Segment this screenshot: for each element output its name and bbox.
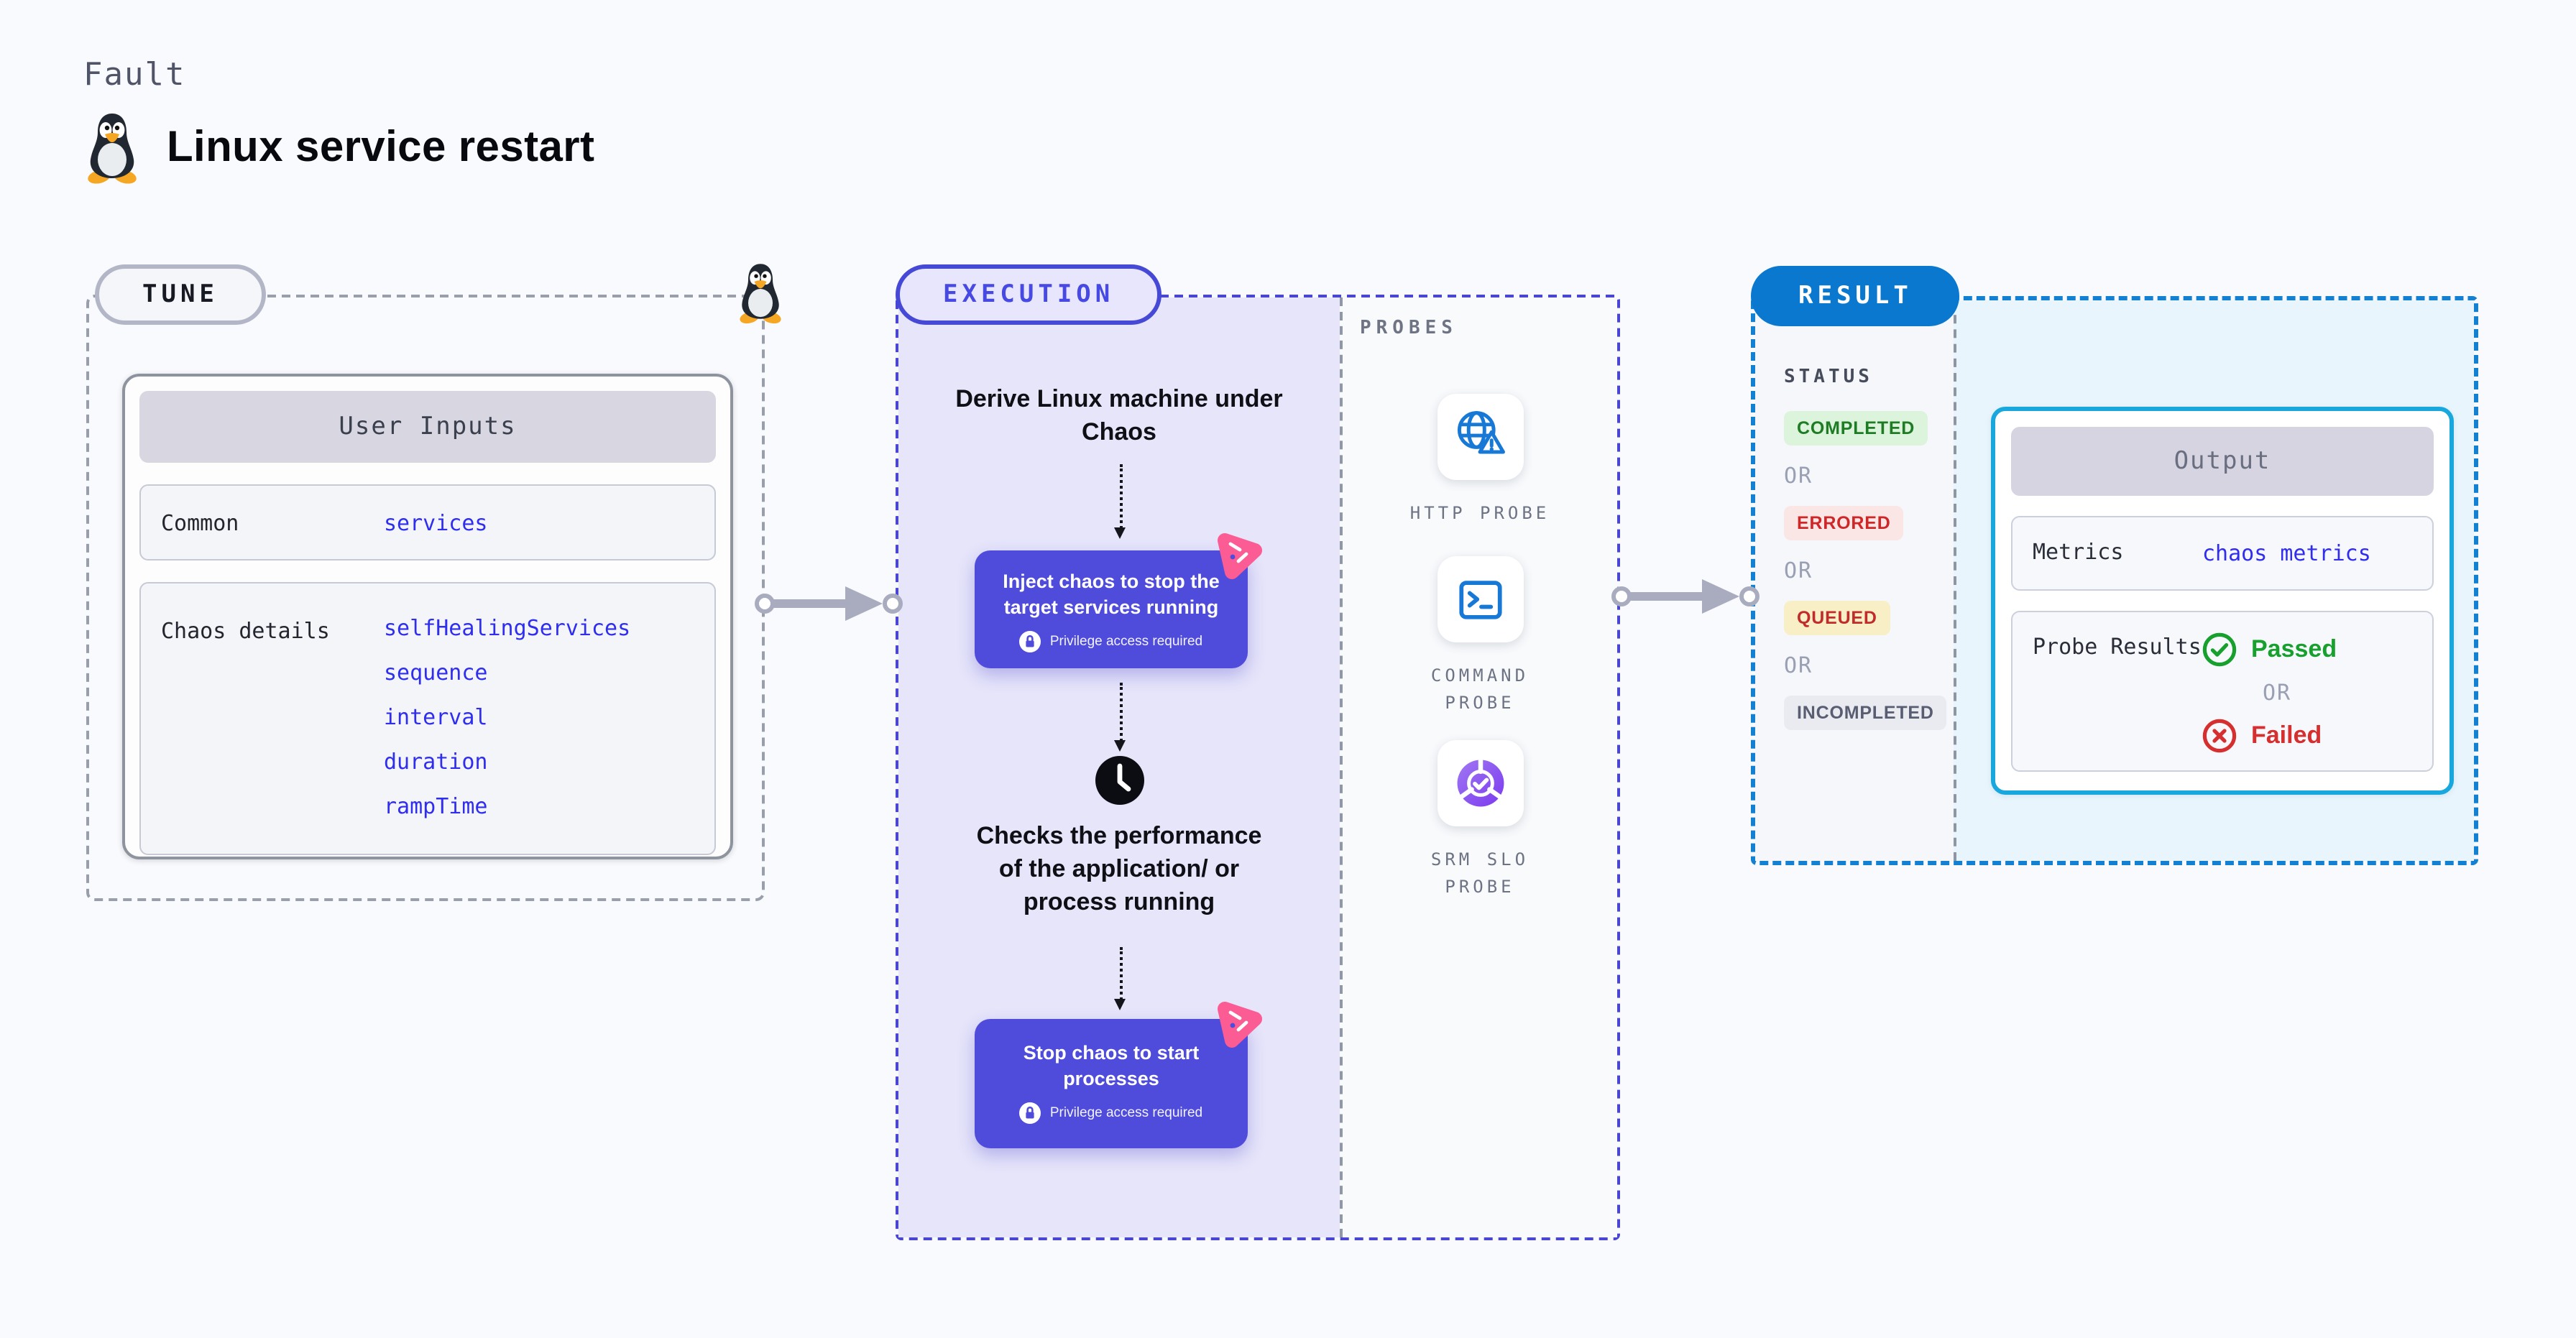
down-arrow <box>1114 464 1126 539</box>
result-section: STATUS COMPLETED OR ERRORED OR QUEUED OR… <box>1751 296 2478 865</box>
globe-alert-icon <box>1456 411 1504 454</box>
execution-section: Derive Linux machine under Chaos Inject … <box>896 295 1620 1240</box>
fault-kicker: Fault <box>83 57 186 93</box>
param-value: services <box>384 509 488 535</box>
row-label: Chaos details <box>161 618 330 644</box>
status-column: STATUS COMPLETED OR ERRORED OR QUEUED OR… <box>1755 300 1954 861</box>
lock-icon <box>1019 1102 1041 1125</box>
row-label: Probe Results <box>2033 634 2202 660</box>
probe-name: SRM SLO PROBE <box>1430 849 1530 897</box>
inject-chaos-node: Inject chaos to stop the target services… <box>975 533 1262 668</box>
output-zone: Output Metrics chaos metrics Probe Resul… <box>1954 300 2474 861</box>
privilege-label: Privilege access required <box>1049 1105 1203 1122</box>
down-arrow <box>1114 683 1126 752</box>
probe-srm-slo: SRM SLO PROBE <box>1343 740 1617 900</box>
probes-section: PROBES HTTP PROBE <box>1340 297 1617 1237</box>
execution-flow-zone: Derive Linux machine under Chaos Inject … <box>898 297 1340 1237</box>
probes-heading: PROBES <box>1360 318 1458 339</box>
status-badge-incompleted: INCOMPLETED <box>1784 696 1947 730</box>
status-heading: STATUS <box>1784 366 1873 388</box>
param-value: duration <box>384 749 488 775</box>
status-badge-queued: QUEUED <box>1784 601 1890 635</box>
slo-donut-check-icon <box>1456 758 1504 807</box>
check-circle-icon <box>2202 632 2237 667</box>
lock-icon <box>1019 631 1041 653</box>
probe-card <box>1437 394 1523 480</box>
output-header: Output <box>2011 427 2434 496</box>
probe-http: HTTP PROBE <box>1343 394 1617 527</box>
tux-linux-icon <box>88 114 137 184</box>
or-label: OR <box>2263 680 2292 706</box>
status-badge-errored: ERRORED <box>1784 506 1904 540</box>
user-inputs-card: User Inputs Common services Chaos detail… <box>122 374 733 859</box>
output-card: Output Metrics chaos metrics Probe Resul… <box>1991 407 2454 795</box>
param-value: sequence <box>384 660 488 686</box>
down-arrow <box>1114 947 1126 1010</box>
or-label: OR <box>1784 558 1813 583</box>
step-checks-text: Checks the performance of the applicatio… <box>976 822 1262 915</box>
probe-name: HTTP PROBE <box>1409 503 1550 523</box>
failed-line: Failed <box>2202 719 2337 753</box>
privilege-row: Privilege access required <box>989 1102 1233 1125</box>
probe-card <box>1437 556 1523 642</box>
flow-arrow <box>1611 579 1760 614</box>
table-row-common: Common services <box>139 484 716 560</box>
metrics-row: Metrics chaos metrics <box>2011 516 2434 591</box>
chaos-fault-icon <box>1218 1002 1262 1048</box>
flow-arrow <box>755 586 903 621</box>
chaos-fault-icon <box>1218 533 1262 579</box>
result-badge: RESULT <box>1751 266 1960 326</box>
title-row: Linux service restart <box>83 112 594 184</box>
node-title: Stop chaos to start processes <box>1023 1042 1200 1089</box>
clock-icon <box>1095 756 1144 805</box>
passed-label: Passed <box>2251 635 2337 663</box>
param-value: interval <box>384 704 488 730</box>
stop-chaos-node: Stop chaos to start processes Privilege … <box>975 1002 1262 1148</box>
node-title: Inject chaos to stop the target services… <box>1003 571 1220 618</box>
passed-line: Passed <box>2202 632 2337 667</box>
probe-results-row: Probe Results Passed OR <box>2011 611 2434 772</box>
execution-badge: EXECUTION <box>896 264 1162 325</box>
privilege-row: Privilege access required <box>989 631 1233 653</box>
tux-linux-icon <box>740 264 781 324</box>
terminal-icon <box>1458 581 1501 619</box>
step-derive-text: Derive Linux machine under Chaos <box>955 385 1283 446</box>
param-value: rampTime <box>384 793 488 819</box>
probe-card <box>1437 740 1523 826</box>
probe-command: COMMAND PROBE <box>1343 556 1617 716</box>
param-value: selfHealingServices <box>384 615 631 641</box>
or-label: OR <box>1784 652 1813 678</box>
tune-badge: TUNE <box>95 264 266 325</box>
table-row-chaos-details: Chaos details selfHealingServices sequen… <box>139 582 716 855</box>
user-inputs-header: User Inputs <box>139 391 716 463</box>
row-label: Common <box>161 509 239 535</box>
probe-name: COMMAND PROBE <box>1430 665 1530 713</box>
failed-label: Failed <box>2251 721 2322 749</box>
status-badge-completed: COMPLETED <box>1784 411 1928 446</box>
metrics-value: chaos metrics <box>2202 540 2371 566</box>
privilege-label: Privilege access required <box>1049 634 1203 650</box>
page-title: Linux service restart <box>167 124 595 171</box>
x-circle-icon <box>2202 719 2237 753</box>
row-label: Metrics <box>2033 539 2124 566</box>
or-label: OR <box>1784 463 1813 489</box>
